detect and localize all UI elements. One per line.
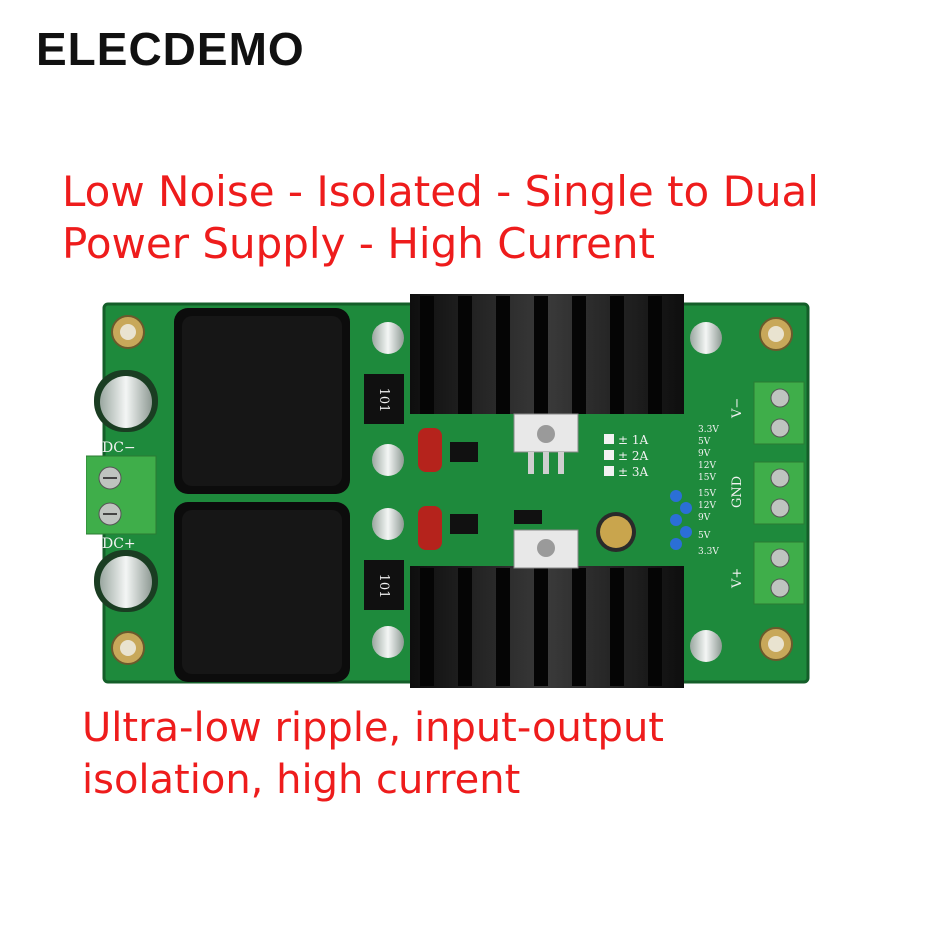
svg-text:15V: 15V xyxy=(698,473,716,483)
jumper-select xyxy=(670,490,692,550)
headline: Low Noise - Isolated - Single to Dual Po… xyxy=(62,166,819,270)
heatsink-bottom xyxy=(410,566,684,688)
film-capacitor-bottom xyxy=(418,506,442,550)
filter-capacitor-3 xyxy=(372,508,404,540)
output-terminal-v-minus xyxy=(753,381,805,445)
input-capacitor-top xyxy=(94,370,158,432)
voltage-select-top: 3.3V 5V 9V 12V 15V xyxy=(698,425,719,483)
svg-text:3.3V: 3.3V xyxy=(698,425,719,435)
silk-dc-minus: DC− xyxy=(102,440,136,456)
inductor-top xyxy=(364,374,404,424)
pcb-board-photo: DC− DC+ 101 101 xyxy=(85,292,826,692)
svg-text:3.3V: 3.3V xyxy=(698,547,719,557)
silk-current-1a: ± 1A xyxy=(618,433,649,447)
svg-text:5V: 5V xyxy=(698,437,711,447)
input-terminal-block xyxy=(85,455,157,535)
svg-text:9V: 9V xyxy=(698,449,711,459)
brand-logo: ELECDEMO xyxy=(36,23,305,75)
regulator-top xyxy=(513,413,579,474)
output-capacitor xyxy=(596,512,636,552)
svg-text:5V: 5V xyxy=(698,531,711,541)
headline-line-2: Power Supply - High Current xyxy=(62,219,655,268)
silk-current-3a: ± 3A xyxy=(618,465,649,479)
silk-v-minus: V− xyxy=(730,398,745,419)
svg-text:12V: 12V xyxy=(698,461,716,471)
filter-capacitor-2 xyxy=(372,444,404,476)
output-capacitor-bottom xyxy=(690,630,722,662)
headline-line-1: Low Noise - Isolated - Single to Dual xyxy=(62,167,819,216)
mounting-screw-br xyxy=(759,627,793,661)
inductor-bottom-label: 101 xyxy=(376,574,391,599)
silk-v-plus: V+ xyxy=(730,568,745,589)
svg-text:15V: 15V xyxy=(698,489,716,499)
pcb-board-illustration: DC− DC+ 101 101 xyxy=(85,294,810,688)
smd-chip-3 xyxy=(514,510,542,524)
silk-current-2a: ± 2A xyxy=(618,449,649,463)
smd-chip-1 xyxy=(450,442,478,462)
caption: Ultra-low ripple, input-output isolation… xyxy=(82,702,664,806)
regulator-bottom xyxy=(513,529,579,569)
filter-capacitor-1 xyxy=(372,322,404,354)
silk-dc-plus: DC+ xyxy=(102,536,136,552)
caption-line-2: isolation, high current xyxy=(82,757,521,803)
mounting-screw-tl xyxy=(111,315,145,349)
output-terminal-v-plus xyxy=(753,541,805,605)
svg-text:12V: 12V xyxy=(698,501,716,511)
caption-line-1: Ultra-low ripple, input-output xyxy=(82,705,664,751)
output-terminal-gnd xyxy=(753,461,805,525)
output-capacitor-top xyxy=(690,322,722,354)
heatsink-top xyxy=(410,294,684,414)
mounting-screw-bl xyxy=(111,631,145,665)
inductor-top-label: 101 xyxy=(376,388,391,413)
film-capacitor-top xyxy=(418,428,442,472)
input-capacitor-bottom xyxy=(94,550,158,612)
voltage-select-bottom: 15V 12V 9V 5V 3.3V xyxy=(698,489,719,557)
filter-capacitor-4 xyxy=(372,626,404,658)
inductor-bottom xyxy=(364,560,404,610)
svg-text:9V: 9V xyxy=(698,513,711,523)
smd-chip-2 xyxy=(450,514,478,534)
mounting-screw-tr xyxy=(759,317,793,351)
silk-gnd: GND xyxy=(730,476,745,508)
